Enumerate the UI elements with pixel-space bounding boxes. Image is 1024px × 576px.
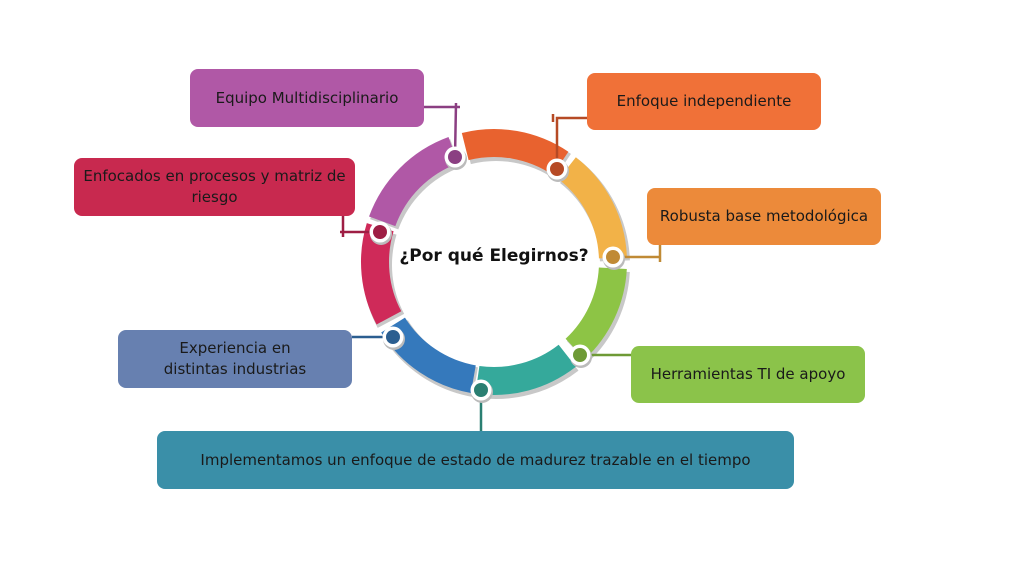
box-experiencia: Experiencia en distintas industrias <box>118 330 352 388</box>
box-enfoque-independiente: Enfoque independiente <box>587 73 821 130</box>
connector-dot <box>373 225 387 239</box>
box-label: Implementamos un enfoque de estado de ma… <box>200 450 751 469</box>
box-robusta-base: Robusta base metodológica <box>647 188 881 245</box>
box-implementamos: Implementamos un enfoque de estado de ma… <box>157 431 794 489</box>
connector-dot <box>448 150 462 164</box>
box-label: Herramientas TI de apoyo <box>650 365 846 383</box>
box-equipo-multidisciplinario: Equipo Multidisciplinario <box>190 69 424 127</box>
box-label: Robusta base metodológica <box>659 207 869 225</box>
center-title: ¿Por qué Elegirnos? <box>399 246 589 266</box>
ring-segment <box>381 317 477 393</box>
connector-dot <box>474 383 488 397</box>
connector-dot <box>550 162 564 176</box>
box-label: Equipo Multidisciplinario <box>215 88 399 107</box>
ring-segment <box>461 129 569 176</box>
ring-segment <box>369 137 459 227</box>
ring-segment <box>558 157 627 259</box>
connector-dot <box>386 330 400 344</box>
box-label: Enfoque independiente <box>616 92 792 110</box>
box-label: Enfocados en procesos y matriz de riesgo <box>83 167 346 206</box>
ring-segment <box>475 344 576 395</box>
connector-line <box>551 114 587 169</box>
box-label: Experiencia en distintas industrias <box>163 339 307 378</box>
box-enfocados-procesos: Enfocados en procesos y matriz de riesgo <box>74 158 355 216</box>
connector-dot <box>606 250 620 264</box>
box-herramientas-ti: Herramientas TI de apoyo <box>631 346 865 403</box>
ring-segment <box>565 267 627 360</box>
connector-dot <box>573 348 587 362</box>
